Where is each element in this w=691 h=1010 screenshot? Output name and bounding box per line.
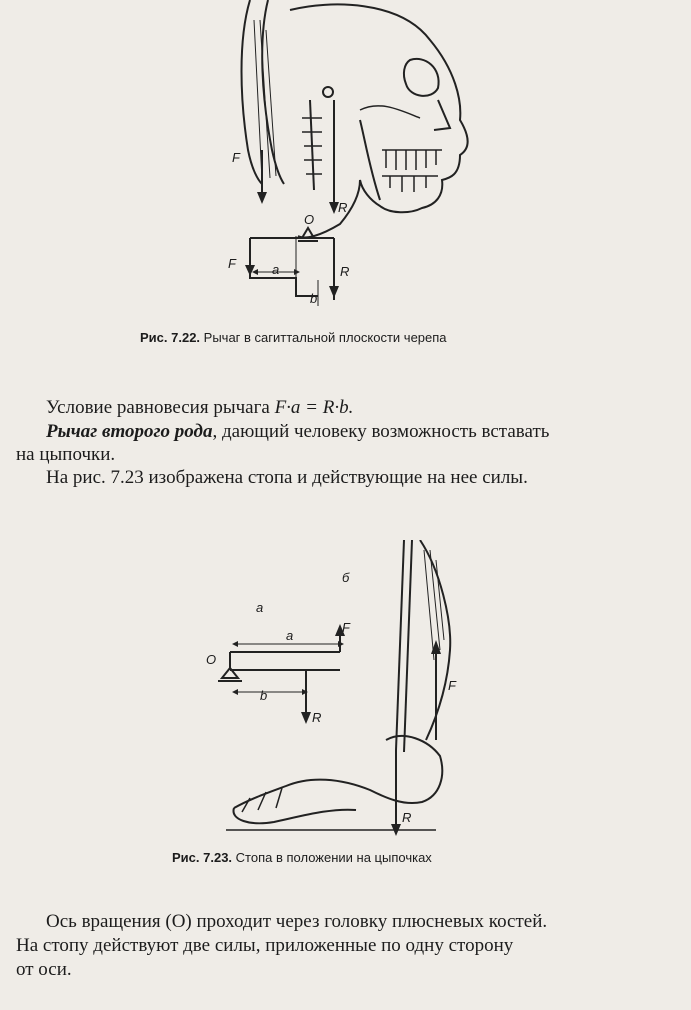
lever-arm [249,238,318,297]
paragraph-axis-line3: от оси. [16,958,72,981]
label-F-723b: F [448,678,457,693]
figure-7-23-caption: Рис. 7.23. Стопа в положении на цыпочках [172,850,432,865]
axis-line3: от оси. [16,959,72,980]
caption-number-723: Рис. 7.23. [172,850,233,865]
paragraph-second-kind-line1: Рычаг второго рода, дающий человеку возм… [46,420,549,443]
label-b-723: b [260,688,267,703]
label-panel-a: а [256,600,263,615]
figure-7-22-skull-lever: F R O F R a b [228,0,469,306]
label-a-722: a [272,262,279,277]
caption-text-722: Рычаг в сагиттальной плоскости черепа [203,330,447,345]
paragraph-equilibrium: Условие равновесия рычага F·a = R·b. [46,396,353,419]
label-R-top: R [338,200,347,215]
label-R-723b: R [402,810,411,825]
second-kind-term: Рычаг второго рода [46,421,213,442]
skull-outline [289,3,469,239]
paragraph-axis-line2: На стопу действуют две силы, приложенные… [16,934,513,957]
label-b-722: b [310,291,317,306]
paragraph-figure-ref: На рис. 7.23 изображена стопа и действую… [46,466,528,489]
calf-muscle [419,540,452,741]
figure-7-22-caption: Рис. 7.22. Рычаг в сагиттальной плоскост… [140,330,447,345]
label-panel-b: б [342,570,350,585]
label-F-top: F [232,150,241,165]
label-F-722: F [228,256,237,271]
equilibrium-formula: F·a = R·b. [274,397,354,418]
pivot-triangle-722 [300,226,316,239]
caption-number-722: Рис. 7.22. [140,330,201,345]
paragraph-axis-line1: Ось вращения (О) проходит через головку … [46,910,547,933]
figure-7-23-foot-lever: б а a F O b R [206,540,457,836]
label-O-722: O [304,212,314,227]
spine [309,99,315,191]
paragraph-second-kind-line2: на цыпочки. [16,443,115,466]
equilibrium-prefix: Условие равновесия рычага [46,397,275,418]
second-kind-rest: , дающий человеку возможность вставать [212,421,550,442]
caption-text-723: Стопа в положении на цыпочках [235,850,432,865]
figure-ref-text: На рис. 7.23 изображена стопа и действую… [46,467,528,488]
tibia [395,540,405,751]
neck-muscle [240,0,263,185]
axis-line1: Ось вращения (О) проходит через головку … [46,911,548,932]
label-a-723: a [286,628,293,643]
second-kind-rest-2: на цыпочки. [16,444,116,465]
axis-line2: На стопу действуют две силы, приложенные… [16,935,514,956]
label-F-723a: F [342,620,351,635]
label-R-723a: R [312,710,321,725]
foot-bones [233,735,444,809]
pivot-triangle-723 [219,666,241,679]
label-R-722: R [340,264,349,279]
label-O-723: O [206,652,216,667]
